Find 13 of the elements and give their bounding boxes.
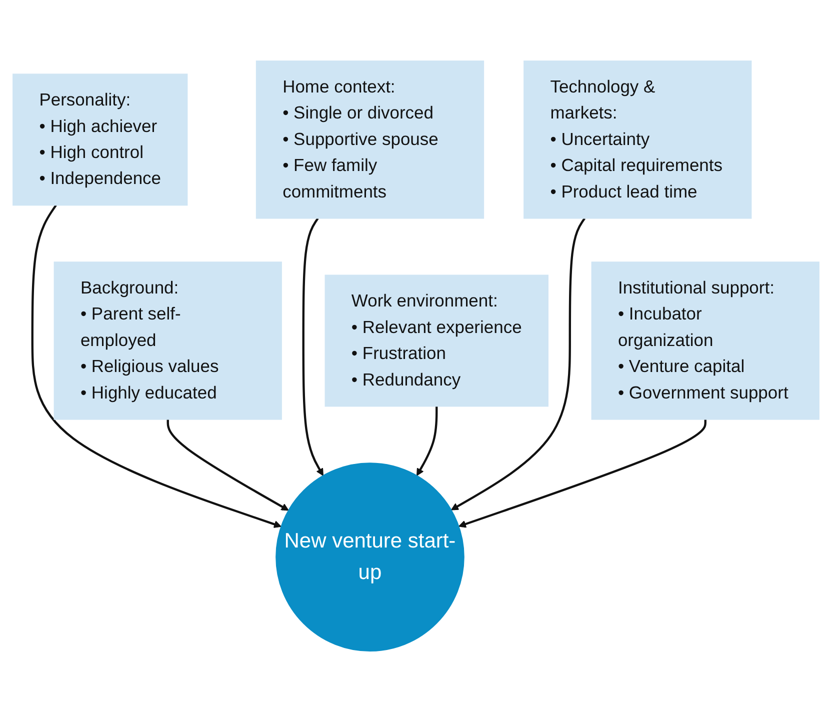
node-box: Work environment: • Relevant experience • Frustration • Redundancy [324,274,548,407]
node-box: Technology & markets: • Uncertainty • Capital requirements • Product lead time [524,60,752,219]
arrow [31,204,282,528]
node-box: Institutional support: • Incubator organization • Venture capital • Government support [591,262,820,420]
arrow [458,419,706,528]
arrow [416,406,438,476]
arrow [166,419,289,511]
arrow [450,218,586,510]
node-box: Background: • Parent self-employed • Religious values • Highly educated [54,262,282,420]
arrow [302,218,324,476]
node-box: Personality: • High achiever • High control • Independence [12,74,188,206]
node-circle: New venture start-up [276,462,464,652]
node-box: Home context: • Single or divorced • Supportive spouse • Few family commitments [256,60,484,219]
